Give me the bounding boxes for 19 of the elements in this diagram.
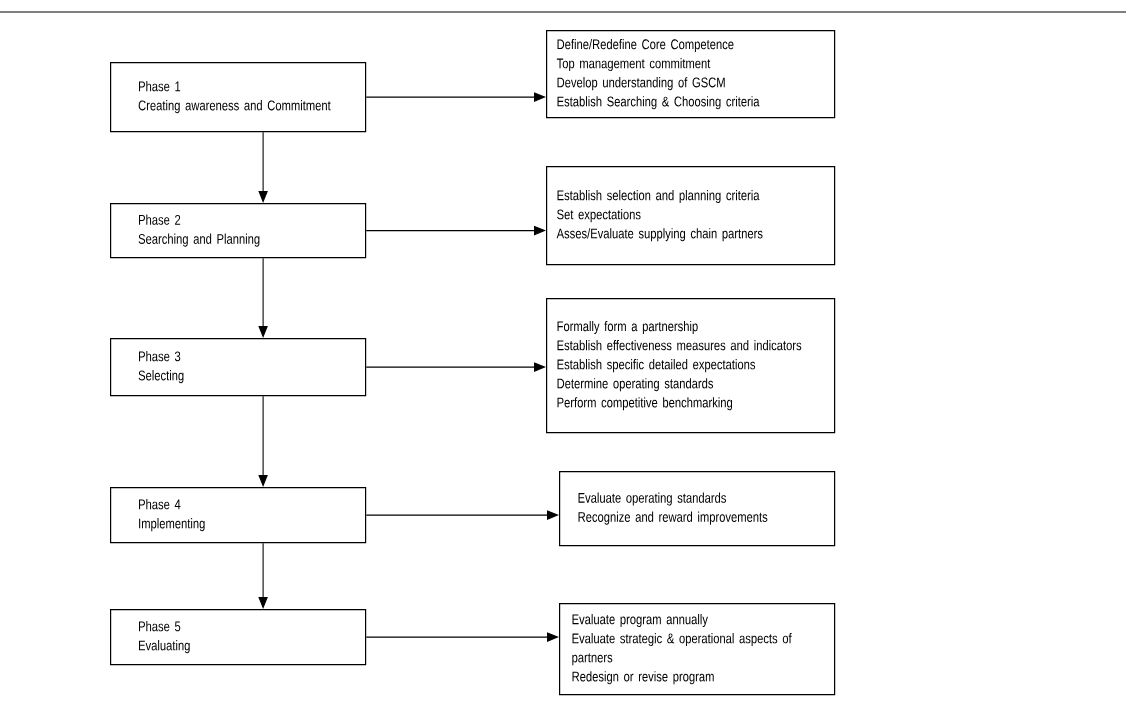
phase-box: Phase 4 Implementing — [110, 487, 367, 544]
activity-box: Define/Redefine Core Competence Top management commitment Develop understanding of GSCM Establish Searching & Choosing criteria — [546, 30, 836, 119]
arrow — [365, 510, 559, 520]
phase-box: Phase 3 Selecting — [110, 338, 367, 397]
arrow — [258, 131, 268, 203]
arrow — [365, 92, 546, 102]
phase-box: Phase 2 Searching and Planning — [110, 203, 367, 259]
activity-box: Evaluate operating standards Recognize and reward improvements — [559, 471, 836, 547]
activity-box: Evaluate program annually Evaluate strategic & operational aspects of partners Redesign or revise program — [559, 603, 836, 696]
activity-box: Establish selection and planning criteria Set expectations Asses/Evaluate supplying chain partners — [546, 166, 836, 266]
arrow — [365, 225, 546, 236]
arrow — [258, 542, 268, 609]
arrow — [365, 632, 559, 642]
activity-box: Formally form a partnership Establish effectiveness measures and indicators Establish specific detailed expectations Determine operating standards Perform competitive benchmarking — [546, 298, 836, 434]
phase-box: Phase 1 Creating awareness and Commitment — [110, 62, 367, 133]
arrow — [258, 395, 268, 487]
arrow — [258, 257, 268, 338]
arrow — [365, 362, 546, 372]
phase-box: Phase 5 Evaluating — [110, 609, 367, 666]
